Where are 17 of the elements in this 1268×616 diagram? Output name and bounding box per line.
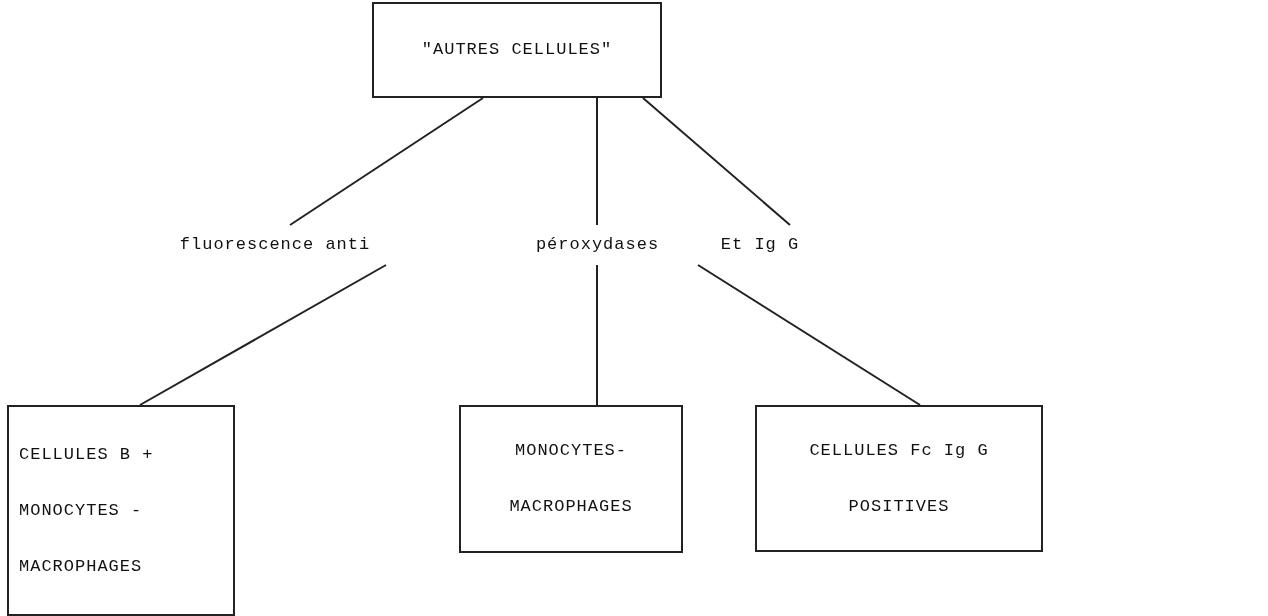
connector-line xyxy=(642,97,791,226)
process-box xyxy=(372,2,662,98)
process-box xyxy=(755,405,1043,552)
process-box xyxy=(459,405,683,553)
connector-line xyxy=(139,264,387,406)
branch-label: fluorescence anti xyxy=(179,234,371,256)
connector-line xyxy=(596,264,598,406)
box-text: MONOCYTES- MACROPHAGES xyxy=(508,440,634,518)
branch-label: péroxydases xyxy=(535,234,660,256)
connector-line xyxy=(697,264,921,406)
process-box xyxy=(7,405,235,616)
connector-line xyxy=(289,97,484,226)
box-text: CELLULES B + MONOCYTES - MACROPHAGES xyxy=(19,443,154,578)
connector-line xyxy=(596,97,598,226)
box-text: "AUTRES CELLULES" xyxy=(421,39,613,61)
box-text: CELLULES Fc Ig G POSITIVES xyxy=(808,439,990,518)
branch-label: Et Ig G xyxy=(720,234,800,256)
